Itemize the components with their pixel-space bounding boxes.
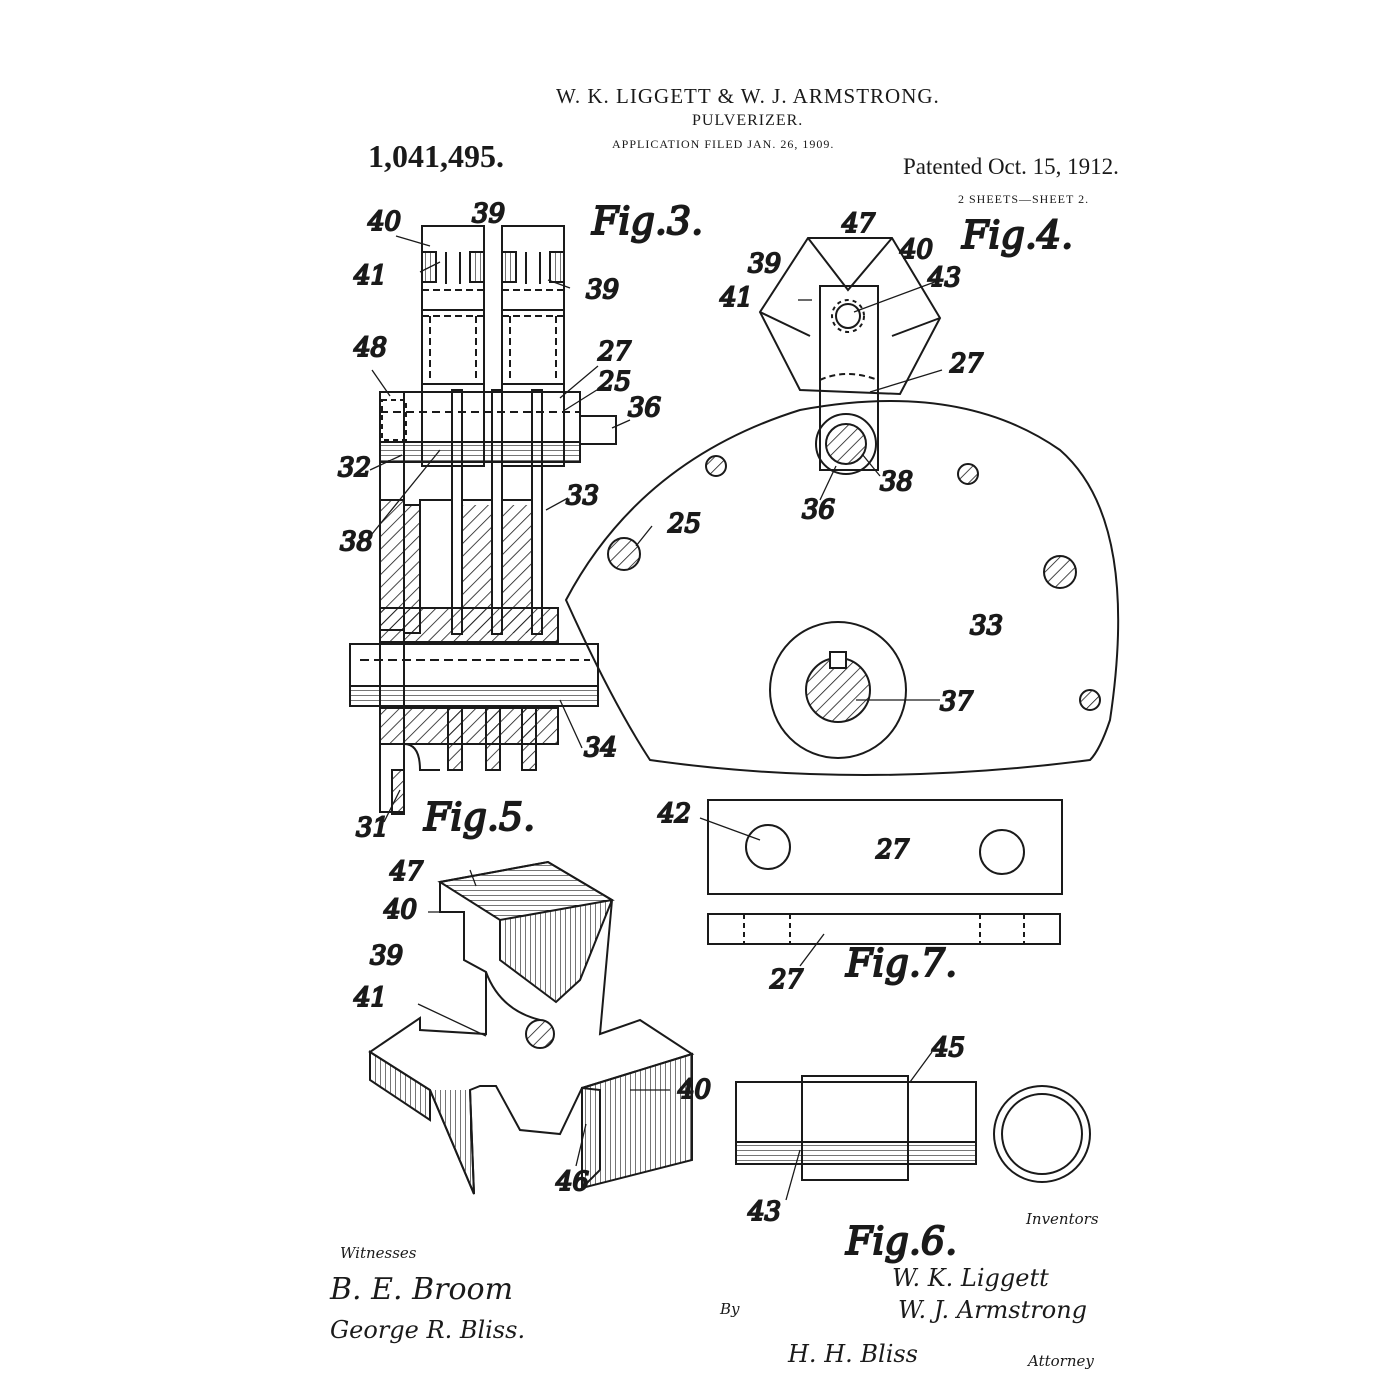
invention-title: PULVERIZER. — [692, 112, 804, 129]
fig7-reference-numerals: 42 27 27 — [656, 798, 911, 996]
fig4-end-view — [564, 237, 1120, 776]
ref-fig4-38: 38 — [880, 467, 913, 497]
fig4-hub — [769, 621, 907, 759]
inventor-signature-1: W. K. Liggett — [892, 1264, 1049, 1292]
ref-fig6-43: 43 — [747, 1197, 781, 1227]
fig6-label: Fig.6. — [845, 1219, 957, 1263]
ref-fig3-41: 41 — [353, 261, 387, 291]
fig4-rotor-disk — [564, 400, 1120, 776]
witnesses-label: Witnesses — [340, 1244, 417, 1262]
ref-fig3-38: 38 — [340, 527, 373, 557]
fig6-pin-end — [993, 1085, 1091, 1183]
fig3-shaft-end — [579, 415, 617, 445]
fig7-plan — [707, 799, 1063, 895]
ref-fig3-31: 31 — [356, 813, 389, 843]
ref-fig5-40: 40 — [383, 895, 417, 925]
ref-fig7-27-plan: 27 — [875, 835, 910, 865]
ref-fig6-45: 45 — [931, 1033, 965, 1063]
ref-fig4-40: 40 — [899, 235, 933, 265]
by-label: By — [720, 1300, 740, 1318]
ref-fig3-27: 27 — [597, 337, 632, 367]
witness-signature-2: George R. Bliss. — [330, 1316, 526, 1344]
fig5-hammer-perspective — [368, 860, 695, 1195]
inventors-title: W. K. LIGGETT & W. J. ARMSTRONG. — [556, 84, 940, 108]
fig6-reference-numerals: 45 43 — [746, 1032, 966, 1228]
ref-fig3-33: 33 — [566, 481, 599, 511]
ref-fig4-33: 33 — [970, 611, 1003, 641]
patented-date: Patented Oct. 15, 1912. — [903, 154, 1119, 179]
fig3-hub — [379, 391, 581, 443]
ref-fig4-37: 37 — [940, 687, 974, 717]
ref-fig3-34: 34 — [584, 733, 617, 763]
ref-fig4-27: 27 — [949, 349, 984, 379]
ref-fig3-40: 40 — [367, 207, 401, 237]
fig4-label: Fig.4. — [961, 213, 1073, 257]
ref-fig7-42: 42 — [657, 799, 691, 829]
ref-fig3-48: 48 — [353, 333, 387, 363]
ref-fig5-41: 41 — [353, 983, 387, 1013]
ref-fig3-25: 25 — [597, 367, 631, 397]
inventor-signature-2: W. J. Armstrong — [898, 1296, 1088, 1324]
ref-fig4-36: 36 — [802, 495, 835, 525]
fig6-pin-collar — [801, 1075, 909, 1181]
inventors-label: Inventors — [1026, 1210, 1099, 1228]
sheet-count: 2 SHEETS—SHEET 2. — [958, 192, 1090, 206]
fig5-reference-numerals: 47 40 39 41 40 46 — [352, 856, 712, 1198]
ref-fig4-25: 25 — [667, 509, 701, 539]
ref-fig3-39-top: 39 — [472, 199, 505, 229]
ref-fig5-39: 39 — [370, 941, 403, 971]
fig7-link-bar — [707, 799, 1063, 945]
ref-fig5-46: 46 — [555, 1167, 589, 1197]
fig4-link — [819, 285, 879, 471]
attorney-label: Attorney — [1028, 1352, 1094, 1370]
fig7-label: Fig.7. — [845, 941, 957, 985]
fig3-section-view — [349, 225, 617, 815]
patent-number: 1,041,495. — [368, 138, 504, 174]
ref-fig4-43: 43 — [927, 263, 961, 293]
ref-fig4-47: 47 — [841, 209, 876, 239]
ref-fig7-27-edge: 27 — [769, 965, 804, 995]
ref-fig4-41: 41 — [719, 283, 753, 313]
ref-fig3-39: 39 — [586, 275, 619, 305]
fig7-edge — [707, 913, 1061, 945]
ref-fig5-40-right: 40 — [677, 1075, 711, 1105]
ref-fig5-47: 47 — [389, 857, 424, 887]
ref-fig4-39: 39 — [748, 249, 781, 279]
witness-signature-1: B. E. Broom — [330, 1272, 514, 1307]
fig4-reference-numerals: 47 40 39 41 43 27 38 36 25 33 37 — [666, 208, 1004, 718]
ref-fig3-32: 32 — [338, 453, 371, 483]
application-filed: APPLICATION FILED JAN. 26, 1909. — [612, 137, 835, 151]
attorney-signature: H. H. Bliss — [788, 1340, 918, 1368]
fig3-reference-numerals: 40 39 41 39 48 27 25 36 32 33 38 34 31 — [337, 198, 662, 844]
fig6-pin — [735, 1075, 1091, 1183]
fig5-label: Fig.5. — [423, 795, 535, 839]
ref-fig3-36: 36 — [628, 393, 661, 423]
fig3-label: Fig.3. — [591, 199, 703, 243]
